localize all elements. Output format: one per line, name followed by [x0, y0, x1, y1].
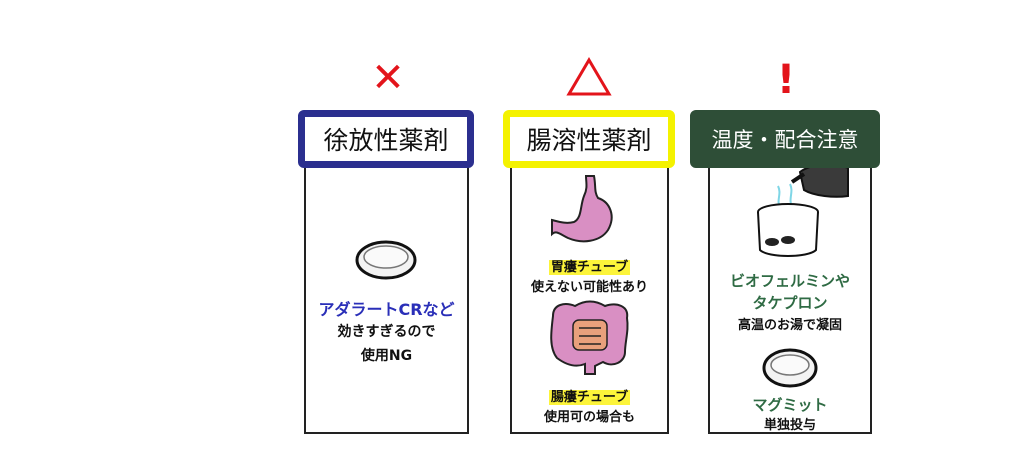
- x-mark-icon: ✕: [371, 55, 405, 101]
- label-gastrostomy-tube: 胃瘻チューブ: [548, 260, 631, 275]
- note-coagulate: 高温のお湯で凝固: [737, 318, 842, 333]
- exclamation-icon: !: [776, 57, 796, 103]
- drug-magmitt: マグミット: [752, 396, 828, 414]
- card-sustained-release: [304, 162, 469, 434]
- pill-icon: [762, 348, 818, 388]
- triangle-icon: [566, 57, 612, 96]
- note-too-effective: 効きすぎるので: [337, 324, 436, 340]
- note-may-use: 使用可の場合も: [543, 410, 635, 425]
- note-use-ng: 使用NG: [360, 348, 413, 364]
- stomach-icon: [551, 175, 613, 243]
- note-may-not-use: 使えない可能性あり: [530, 280, 648, 295]
- header-enteric-coated: 腸溶性薬剤: [503, 110, 675, 168]
- pill-icon: [355, 240, 417, 280]
- header-sustained-release: 徐放性薬剤: [298, 110, 474, 168]
- note-single-dose: 単独投与: [763, 418, 816, 433]
- drug-biofermin: ビオフェルミンや: [729, 272, 850, 290]
- label-enterostomy-tube: 腸瘻チューブ: [548, 390, 631, 405]
- drug-takepron: タケプロン: [752, 294, 828, 312]
- drug-adalat: アダラートCRなど: [318, 300, 455, 319]
- cup-icon: [757, 183, 819, 257]
- header-temperature-mixing: 温度・配合注意: [690, 110, 880, 168]
- intestine-icon: [550, 300, 629, 375]
